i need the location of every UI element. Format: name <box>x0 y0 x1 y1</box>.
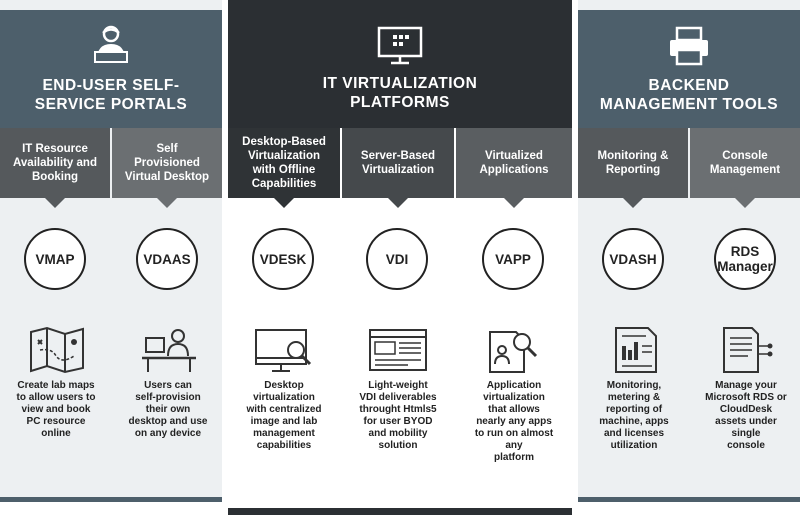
monitor-grid-icon <box>377 26 423 65</box>
pointer-arrow <box>387 197 409 208</box>
description-rds-manager: Manage your Microsoft RDS or CloudDesk a… <box>705 380 787 451</box>
badge-vapp: VAPP <box>482 228 544 290</box>
pointer-arrow <box>44 197 66 208</box>
panel-header: IT VIRTUALIZATION PLATFORMS <box>228 0 572 128</box>
pointer-arrow <box>734 197 756 208</box>
badge-vdesk: VDESK <box>252 228 314 290</box>
badge-vmap: VMAP <box>24 228 86 290</box>
panel-header: BACKEND MANAGEMENT TOOLS <box>578 10 800 128</box>
subheading-console-management: Console Management <box>690 128 800 198</box>
report-chart-icon <box>615 327 657 373</box>
pointer-arrow <box>503 197 525 208</box>
pointer-arrow <box>273 197 295 208</box>
description-vdi: Light-weight VDI deliverables throught H… <box>359 380 437 451</box>
subheading-virtualized-applications: Virtualized Applications <box>456 128 572 198</box>
user-at-laptop-icon <box>94 25 128 63</box>
badge-vdash: VDASH <box>602 228 664 290</box>
document-person-search-icon <box>489 331 538 373</box>
printer-icon <box>670 26 708 66</box>
column-title: IT VIRTUALIZATION PLATFORMS <box>322 75 478 111</box>
panel-it-virtualization: IT VIRTUALIZATION PLATFORMS Desktop-Base… <box>228 0 572 515</box>
pointer-arrow <box>156 197 178 208</box>
badge-vdi: VDI <box>366 228 428 290</box>
document-network-icon <box>723 327 773 373</box>
subheading-server-virtualization: Server-Based Virtualization <box>342 128 454 198</box>
bottom-accent-bar <box>0 497 222 502</box>
badge-vdaas: VDAAS <box>136 228 198 290</box>
panel-end-user-portals: END-USER SELF- SERVICE PORTALS IT Resour… <box>0 0 222 502</box>
subheading-resource-booking: IT Resource Availability and Booking <box>0 128 110 198</box>
pointer-arrow <box>622 197 644 208</box>
person-at-desk-icon <box>142 329 196 372</box>
column-title: END-USER SELF- SERVICE PORTALS <box>34 77 188 113</box>
description-vapp: Application virtualization that allows n… <box>474 380 554 463</box>
bottom-accent-bar <box>578 497 800 502</box>
description-vdesk: Desktop virtualization with centralized … <box>246 380 322 451</box>
badge-rds-manager: RDS Manager <box>714 228 776 290</box>
description-vdaas: Users can self-provision their own deskt… <box>128 380 208 439</box>
subheading-monitoring-reporting: Monitoring & Reporting <box>578 128 688 198</box>
subheading-virtual-desktop: Self Provisioned Virtual Desktop <box>112 128 222 198</box>
panel-backend-management: BACKEND MANAGEMENT TOOLS Monitoring & Re… <box>578 0 800 502</box>
column-title: BACKEND MANAGEMENT TOOLS <box>599 77 779 113</box>
panel-header: END-USER SELF- SERVICE PORTALS <box>0 10 222 128</box>
subheading-desktop-virtualization: Desktop-Based Virtualization with Offlin… <box>228 128 340 198</box>
monitor-magnifier-icon <box>255 329 312 372</box>
browser-window-icon <box>369 329 427 371</box>
description-vmap: Create lab maps to allow users to view a… <box>16 380 96 439</box>
description-vdash: Monitoring, metering & reporting of mach… <box>599 380 669 451</box>
map-icon <box>30 326 84 374</box>
bottom-accent-bar <box>228 508 572 515</box>
